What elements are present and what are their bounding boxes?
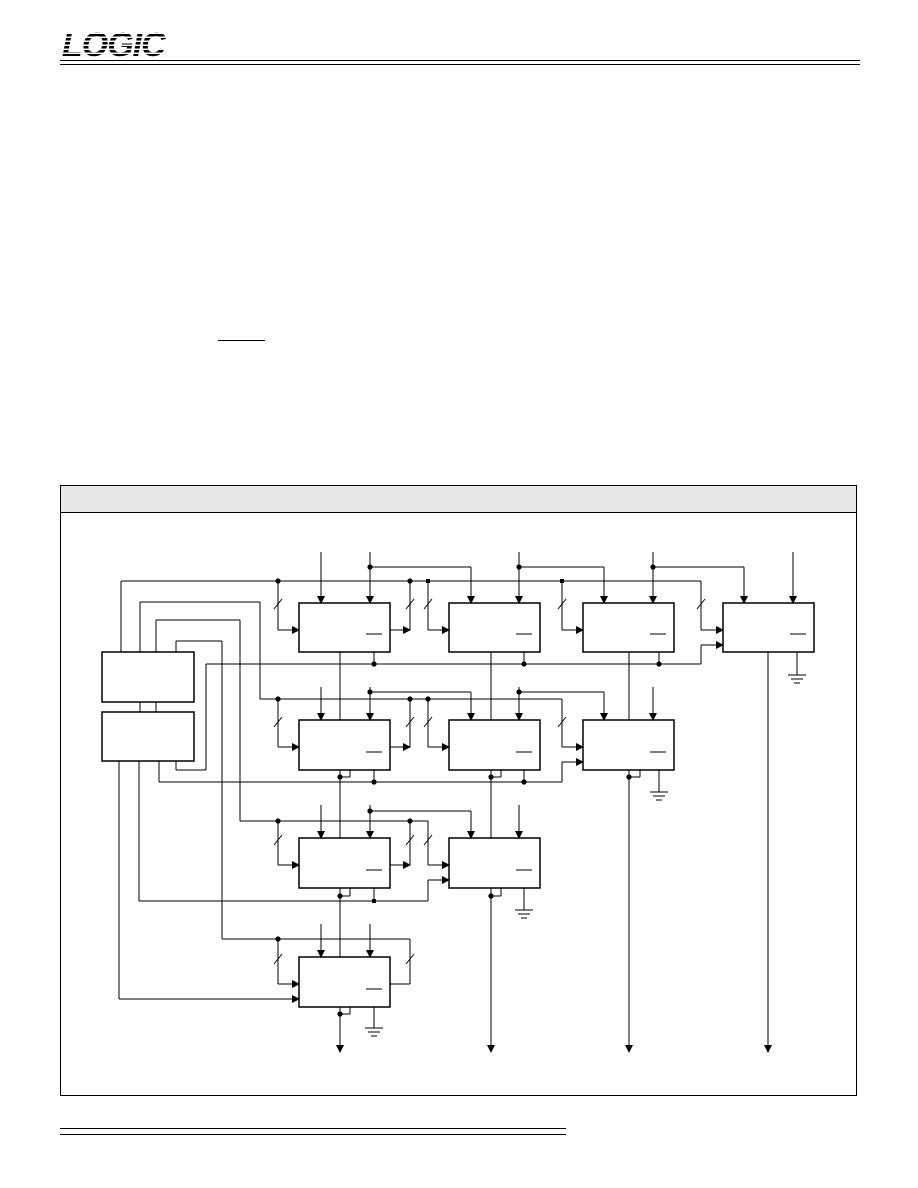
cell-r3-c1 <box>298 837 391 889</box>
figure-panel <box>60 485 857 1096</box>
header-rule-bottom <box>60 64 860 65</box>
cell-r2-c3 <box>582 719 675 771</box>
cell-r4-c1 <box>298 956 391 1008</box>
figure-caption <box>61 486 856 513</box>
footer-rule-top <box>60 1128 566 1129</box>
cell-r1-c2 <box>448 602 541 653</box>
cell-r2-c1 <box>298 719 391 771</box>
input-block-upper <box>101 651 195 703</box>
cell-r1-c1 <box>298 602 391 653</box>
cell-r3-c2 <box>448 837 541 889</box>
header-rule-top <box>60 60 860 61</box>
cell-r1-c4 <box>722 602 815 653</box>
logic-logo: LOGIC <box>62 26 167 62</box>
cell-r1-c3 <box>582 602 675 653</box>
cell-r2-c2 <box>448 719 541 771</box>
svg-text:LOGIC: LOGIC <box>62 26 166 62</box>
overline-mark <box>218 340 265 341</box>
input-block-lower <box>101 711 195 762</box>
footer-rule-bottom <box>60 1134 566 1135</box>
